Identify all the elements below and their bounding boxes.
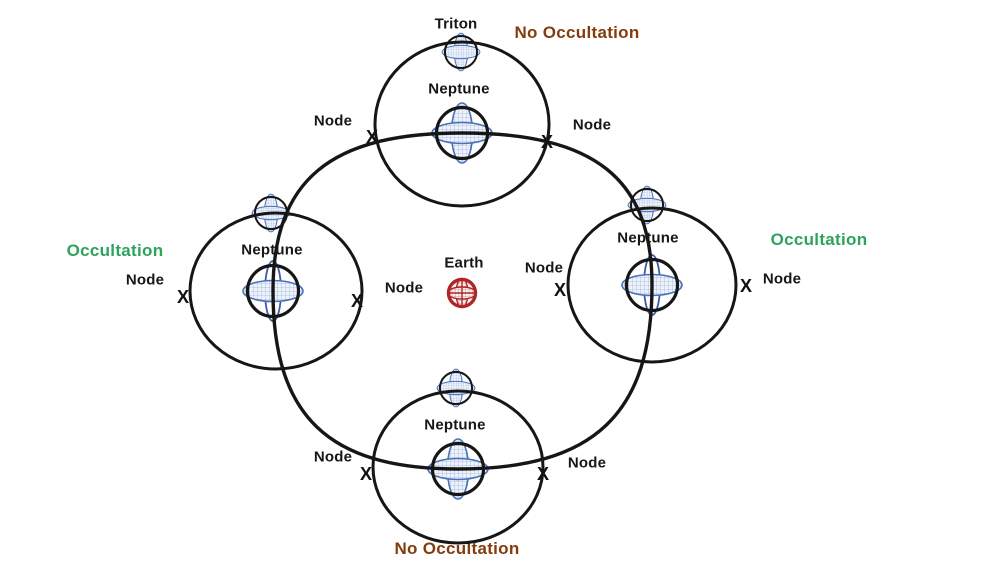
node-x-left-left: X: [176, 287, 190, 307]
neptune-globe-left: [241, 259, 305, 323]
node-x-right-right: X: [739, 276, 753, 296]
triton-orbit-circle-left: [188, 211, 364, 371]
neptune-label-left: Neptune: [241, 241, 303, 259]
triton-label-top: Triton: [434, 15, 478, 33]
node-x-top-right: X: [540, 132, 554, 152]
node-label-top-right: Node: [572, 116, 612, 134]
triton-globe-bottom: [436, 368, 476, 408]
node-x-right-left: X: [553, 280, 567, 300]
triton-globe-left: [251, 193, 291, 233]
node-x-bottom-left: X: [359, 464, 373, 484]
node-x-top-left: X: [365, 127, 379, 147]
node-label-top-left: Node: [313, 112, 353, 130]
neptune-label-right: Neptune: [617, 229, 679, 247]
earth-globe: [446, 277, 478, 309]
node-label-bottom-left: Node: [313, 448, 353, 466]
neptune-globe-top: [430, 101, 494, 165]
neptune-label-bottom: Neptune: [424, 416, 486, 434]
node-x-left-right: X: [350, 291, 364, 311]
earth-label: Earth: [444, 254, 484, 272]
triton-orbit-circle-bottom: [371, 389, 545, 545]
triton-orbit-circle-top: [373, 40, 551, 208]
node-label-right-right: Node: [762, 270, 802, 288]
status-label-right: Occultation: [770, 230, 868, 249]
node-label-right-left: Node: [524, 259, 564, 277]
neptune-label-top: Neptune: [428, 80, 490, 98]
triton-globe-top: [441, 32, 481, 72]
node-label-left-right: Node: [384, 279, 424, 297]
status-label-left: Occultation: [66, 241, 164, 260]
neptune-globe-right: [620, 253, 684, 317]
status-label-bottom: No Occultation: [394, 539, 520, 558]
triton-globe-right: [627, 185, 667, 225]
status-label-top: No Occultation: [514, 23, 640, 42]
node-label-bottom-right: Node: [567, 454, 607, 472]
node-x-bottom-right: X: [536, 464, 550, 484]
node-label-left-left: Node: [125, 271, 165, 289]
neptune-globe-bottom: [426, 437, 490, 501]
